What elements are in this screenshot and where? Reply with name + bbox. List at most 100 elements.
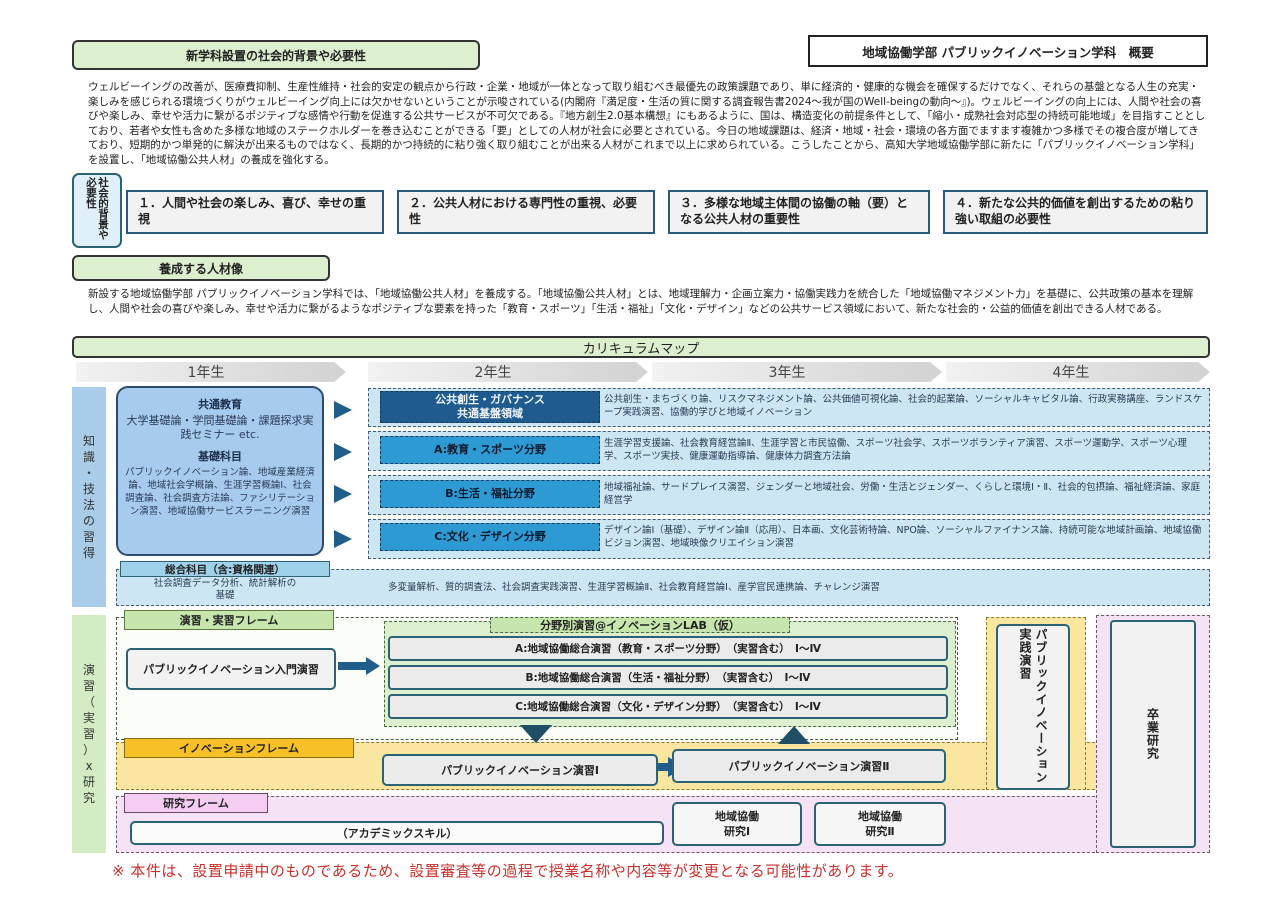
intro-seminar-text: パブリックイノベーション入門演習 bbox=[143, 663, 319, 676]
need-label-text: 社会的背景や必要性 bbox=[85, 176, 109, 240]
lab-item-b-text: B:地域協働総合演習（生活・福祉分野） （実習含む） Ⅰ～Ⅳ bbox=[525, 672, 811, 684]
document-title: 地域協働学部 パブリックイノベーション学科 概要 bbox=[808, 35, 1208, 67]
need-card-2-text: ２．公共人材における専門性の重視、必要性 bbox=[409, 196, 638, 226]
integrated-title: 総合科目（含:資格関連） bbox=[120, 561, 330, 577]
practice-char: 研 bbox=[82, 775, 95, 789]
arrow-right-icon bbox=[334, 443, 352, 461]
year-label-4: 4年生 bbox=[1052, 365, 1090, 381]
curriculum-title-text: カリキュラムマップ bbox=[582, 341, 700, 357]
field-welfare-text: B:生活・福祉分野 bbox=[445, 487, 535, 500]
common-education-title: 共通教育 bbox=[198, 398, 242, 411]
year-label-1: 1年生 bbox=[187, 365, 225, 381]
integrated-left: 社会調査データ分析、統計解析の基礎 bbox=[153, 578, 297, 601]
year-bar-2 bbox=[368, 362, 648, 382]
lab-item-c: C:地域協働総合演習（文化・デザイン分野） （実習含む） Ⅰ～Ⅳ bbox=[388, 694, 948, 719]
research-1-text: 地域協働 研究Ⅰ bbox=[715, 810, 759, 838]
integrated-right: 多変量解析、質的調査法、社会調査実践演習、生涯学習概論Ⅱ、社会教育経営論Ⅰ、産学… bbox=[388, 582, 880, 593]
need-label: 社会的背景や必要性 bbox=[72, 173, 122, 248]
field-education: A:教育・スポーツ分野 bbox=[380, 436, 600, 464]
knowledge-char: の bbox=[82, 514, 95, 528]
practice-box-text: パブリックイノベーション実践演習 bbox=[1018, 628, 1048, 784]
common-education-body: 大学基礎論・学問基礎論・課題探求実践セミナー etc. bbox=[126, 414, 314, 441]
notice-text: ※ 本件は、設置申請中のものであるため、設置審査等の過程で授業名称や内容等が変更… bbox=[112, 862, 904, 880]
arrow-down-icon bbox=[520, 725, 552, 743]
graduation-research-text: 卒業研究 bbox=[1145, 708, 1160, 760]
document-title-text: 地域協働学部 パブリックイノベーション学科 概要 bbox=[862, 44, 1154, 60]
practice-label: 演 習 （ 実 習 ） x 研 究 bbox=[72, 615, 106, 853]
research-2-text: 地域協働 研究Ⅱ bbox=[858, 810, 902, 838]
year-label-2: 2年生 bbox=[474, 365, 512, 381]
academic-skill-text: （アカデミックスキル） bbox=[336, 827, 458, 840]
practice-frame-label: 演習・実習フレーム bbox=[124, 610, 334, 630]
talent-paragraph: 新設する地域協働学部 パブリックイノベーション学科では、「地域協働公共人材」を養… bbox=[88, 288, 1194, 315]
need-card-2: ２．公共人材における専門性の重視、必要性 bbox=[397, 190, 655, 234]
knowledge-char: 習 bbox=[82, 530, 95, 544]
field-culture: C:文化・デザイン分野 bbox=[380, 523, 600, 551]
field-culture-text: C:文化・デザイン分野 bbox=[434, 530, 546, 543]
innovation-seminar-2-text: パブリックイノベーション演習Ⅱ bbox=[728, 760, 890, 773]
field-governance-text: 公共創生・ガバナンス 共通基盤領域 bbox=[435, 393, 545, 420]
research-frame-label: 研究フレーム bbox=[124, 793, 268, 813]
practice-char: （ bbox=[82, 695, 95, 709]
innovation-frame-label: イノベーションフレーム bbox=[124, 738, 354, 758]
curriculum-title: カリキュラムマップ bbox=[72, 336, 1210, 358]
practice-char: x bbox=[85, 759, 93, 773]
knowledge-char: 得 bbox=[82, 546, 95, 560]
practice-box: パブリックイノベーション実践演習 bbox=[996, 624, 1070, 790]
field-education-courses: 生涯学習支援論、社会教育経営論Ⅱ、生涯学習と市民協働、スポーツ社会学、スポーツボ… bbox=[604, 438, 1187, 462]
knowledge-char: 識 bbox=[82, 450, 95, 464]
practice-char: 演 bbox=[82, 663, 95, 677]
practice-char: ） bbox=[82, 743, 95, 757]
year-bar-1 bbox=[76, 362, 346, 382]
intro-seminar: パブリックイノベーション入門演習 bbox=[126, 648, 336, 690]
field-governance: 公共創生・ガバナンス 共通基盤領域 bbox=[380, 391, 600, 423]
need-card-1-text: １．人間や社会の楽しみ、喜び、幸せの重視 bbox=[138, 196, 367, 226]
field-welfare: B:生活・福祉分野 bbox=[380, 480, 600, 508]
year-bar-3 bbox=[652, 362, 942, 382]
basic-subjects-body: パブリックイノベーション論、地域産業経済論、地域社会学概論、生涯学習概論Ⅰ、社会… bbox=[125, 467, 315, 517]
knowledge-char: 技 bbox=[82, 482, 95, 496]
integrated-title-text: 総合科目（含:資格関連） bbox=[165, 563, 285, 576]
innovation-seminar-1-text: パブリックイノベーション演習Ⅰ bbox=[441, 764, 599, 777]
practice-char: 究 bbox=[82, 791, 95, 805]
graduation-research: 卒業研究 bbox=[1110, 620, 1196, 848]
practice-char: 習 bbox=[82, 679, 95, 693]
knowledge-label: 知 識 ・ 技 法 の 習 得 bbox=[72, 387, 106, 607]
field-governance-courses: 公共創生・まちづくり論、リスクマネジメント論、公共価値可視化論、社会的起業論、ソ… bbox=[604, 394, 1203, 418]
lab-item-a: A:地域協働総合演習（教育・スポーツ分野） （実習含む） Ⅰ～Ⅳ bbox=[388, 636, 948, 661]
arrow-right-icon bbox=[366, 657, 380, 675]
innovation-frame-label-text: イノベーションフレーム bbox=[178, 742, 300, 755]
innovation-seminar-2: パブリックイノベーション演習Ⅱ bbox=[672, 749, 946, 783]
field-culture-courses: デザイン論Ⅰ（基礎）、デザイン論Ⅱ（応用）、日本画、文化芸術特論、NPO論、ソー… bbox=[604, 525, 1202, 549]
need-card-4-text: ４．新たな公共的価値を創出するための粘り強い取組の必要性 bbox=[955, 196, 1196, 226]
section-title-talent: 養成する人材像 bbox=[72, 255, 330, 281]
need-card-4: ４．新たな公共的価値を創出するための粘り強い取組の必要性 bbox=[943, 190, 1208, 234]
field-welfare-courses: 地域福祉論、サードプレイス演習、ジェンダーと地域社会、労働・生活とジェンダー、く… bbox=[604, 482, 1201, 506]
section-title-talent-text: 養成する人材像 bbox=[158, 261, 243, 276]
need-card-3-text: ３．多様な地域主体間の協働の軸（要）となる公共人材の重要性 bbox=[680, 196, 909, 226]
knowledge-char: 知 bbox=[82, 434, 95, 448]
basic-subjects-title: 基礎科目 bbox=[198, 450, 242, 463]
research-frame-label-text: 研究フレーム bbox=[163, 797, 229, 810]
arrow-shaft bbox=[338, 662, 368, 670]
arrow-shaft bbox=[658, 763, 670, 771]
arrow-up-icon bbox=[778, 726, 810, 744]
arrow-right-icon bbox=[334, 485, 352, 503]
research-1: 地域協働 研究Ⅰ bbox=[672, 802, 802, 846]
innovation-seminar-1: パブリックイノベーション演習Ⅰ bbox=[382, 754, 658, 786]
field-education-text: A:教育・スポーツ分野 bbox=[434, 443, 546, 456]
academic-skill: （アカデミックスキル） bbox=[130, 821, 664, 845]
need-card-1: １．人間や社会の楽しみ、喜び、幸せの重視 bbox=[126, 190, 384, 234]
research-2: 地域協働 研究Ⅱ bbox=[814, 802, 946, 846]
section-title-background: 新学科設置の社会的背景や必要性 bbox=[72, 40, 480, 70]
year-bar-4 bbox=[946, 362, 1210, 382]
practice-char: 実 bbox=[82, 711, 95, 725]
knowledge-char: 法 bbox=[82, 498, 95, 512]
section-title-background-text: 新学科設置の社会的背景や必要性 bbox=[185, 48, 366, 63]
common-education-box: 共通教育 大学基礎論・学問基礎論・課題探求実践セミナー etc. 基礎科目 パブ… bbox=[116, 386, 324, 556]
year-label-3: 3年生 bbox=[768, 365, 806, 381]
lab-item-b: B:地域協働総合演習（生活・福祉分野） （実習含む） Ⅰ～Ⅳ bbox=[388, 665, 948, 690]
lab-title-text: 分野別演習@イノベーションLAB（仮） bbox=[540, 619, 740, 632]
background-paragraph: ウェルビーイングの改善が、医療費抑制、生産性維持・社会的安定の観点から行政・企業… bbox=[88, 81, 1206, 166]
practice-char: 習 bbox=[82, 727, 95, 741]
